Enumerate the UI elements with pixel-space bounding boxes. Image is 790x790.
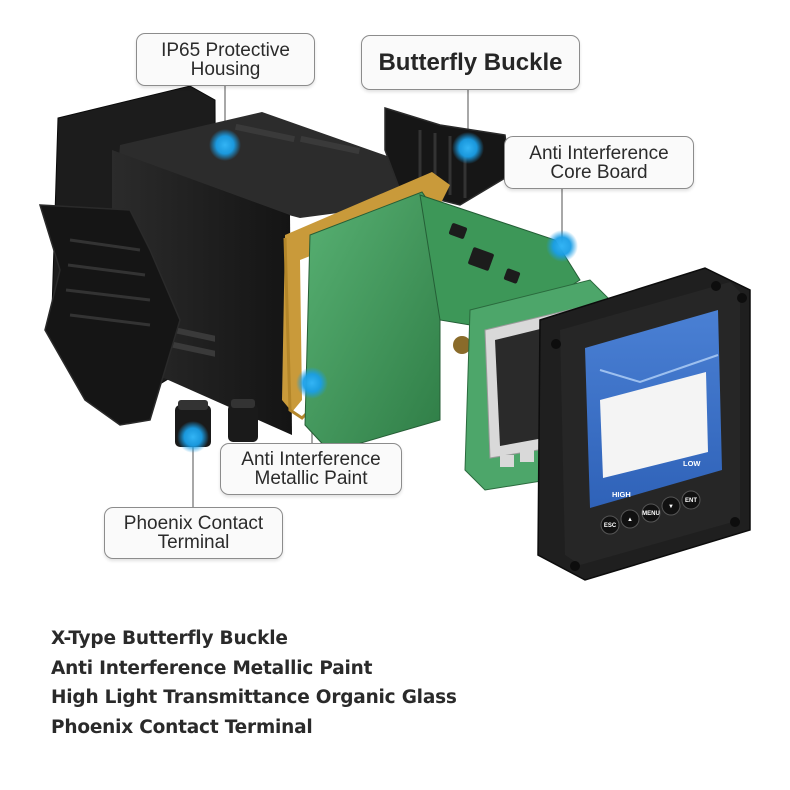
rear-pcb [304, 191, 441, 453]
terminal-connector-cap [178, 400, 208, 410]
chip [468, 247, 494, 271]
key-down-button[interactable] [661, 496, 681, 516]
marker-housing [209, 129, 241, 161]
callout-ip65-housing: IP65 Protective Housing [136, 33, 315, 86]
core-board-chips [448, 223, 521, 354]
callout-core-line2: Core Board [550, 161, 648, 183]
left-buckle-ribs [65, 238, 151, 327]
feature-item: High Light Transmittance Organic Glass [51, 687, 457, 708]
callout-phoenix-line1: Phoenix Contact [123, 513, 264, 534]
callout-butterfly-buckle: Butterfly Buckle [361, 35, 580, 90]
front-panel: HIGH LOW ESC ▲ MENU ▼ ENT [537, 267, 751, 581]
feature-item: Anti Interference Metallic Paint [51, 657, 373, 679]
bezel-screw [570, 561, 580, 571]
key-menu-label: MENU [642, 511, 660, 517]
exploded-device-illustration: HIGH LOW ESC ▲ MENU ▼ ENT [38, 85, 751, 581]
feature-item: X-Type Butterfly Buckle [51, 628, 288, 649]
callout-paint-line2: Metallic Paint [254, 468, 368, 489]
marker-core-board [546, 230, 578, 262]
top-buckle-ribs [418, 130, 467, 198]
callout-phoenix-terminal: Phoenix Contact Terminal [104, 507, 283, 559]
vent-slot [235, 123, 295, 143]
key-menu-button[interactable] [641, 503, 661, 523]
key-esc-button[interactable] [600, 515, 620, 535]
marker-phoenix [177, 421, 209, 453]
callout-paint-line1: Anti Interference [241, 449, 381, 470]
screen-label-low: LOW [683, 459, 701, 468]
bezel-screw [711, 281, 721, 291]
terminal-connector [228, 404, 258, 442]
feature-item: Phoenix Contact Terminal [51, 716, 313, 738]
chip [503, 268, 521, 284]
screen-label-high: HIGH [612, 490, 631, 499]
left-butterfly-buckle [38, 204, 181, 426]
vent-slot [300, 135, 360, 155]
chip [448, 223, 468, 239]
marker-metallic-paint [296, 367, 328, 399]
key-up-label: ▲ [627, 517, 633, 523]
callout-phoenix-line2: Terminal [157, 532, 230, 553]
key-ent-button[interactable] [681, 490, 701, 510]
key-esc-label: ESC [604, 523, 617, 529]
key-up-button[interactable] [620, 509, 640, 529]
feature-list: X-Type Butterfly Buckle Anti Interferenc… [51, 624, 457, 742]
callout-core-board: Anti Interference Core Board [504, 136, 694, 189]
callout-metallic-paint: Anti Interference Metallic Paint [220, 443, 402, 495]
screen-top-line [599, 354, 719, 384]
callout-markers [177, 129, 578, 453]
marker-buckle [452, 132, 484, 164]
callout-core-line1: Anti Interference [529, 142, 669, 164]
callout-housing-line2: Housing [190, 58, 261, 80]
inductor [453, 336, 471, 354]
keypad: ESC ▲ MENU ▼ ENT [600, 490, 701, 535]
callout-housing-line1: IP65 Protective [161, 39, 290, 61]
key-down-label: ▼ [668, 504, 674, 510]
tact-switch [500, 455, 514, 467]
bezel-screw [737, 293, 747, 303]
screen-display-window [600, 372, 708, 478]
callout-buckle-line1: Butterfly Buckle [378, 48, 563, 76]
terminal-connector-cap [231, 399, 255, 408]
tact-switch [520, 450, 534, 462]
bezel-screw [730, 517, 740, 527]
key-ent-label: ENT [685, 498, 697, 504]
bezel-screw [551, 339, 561, 349]
